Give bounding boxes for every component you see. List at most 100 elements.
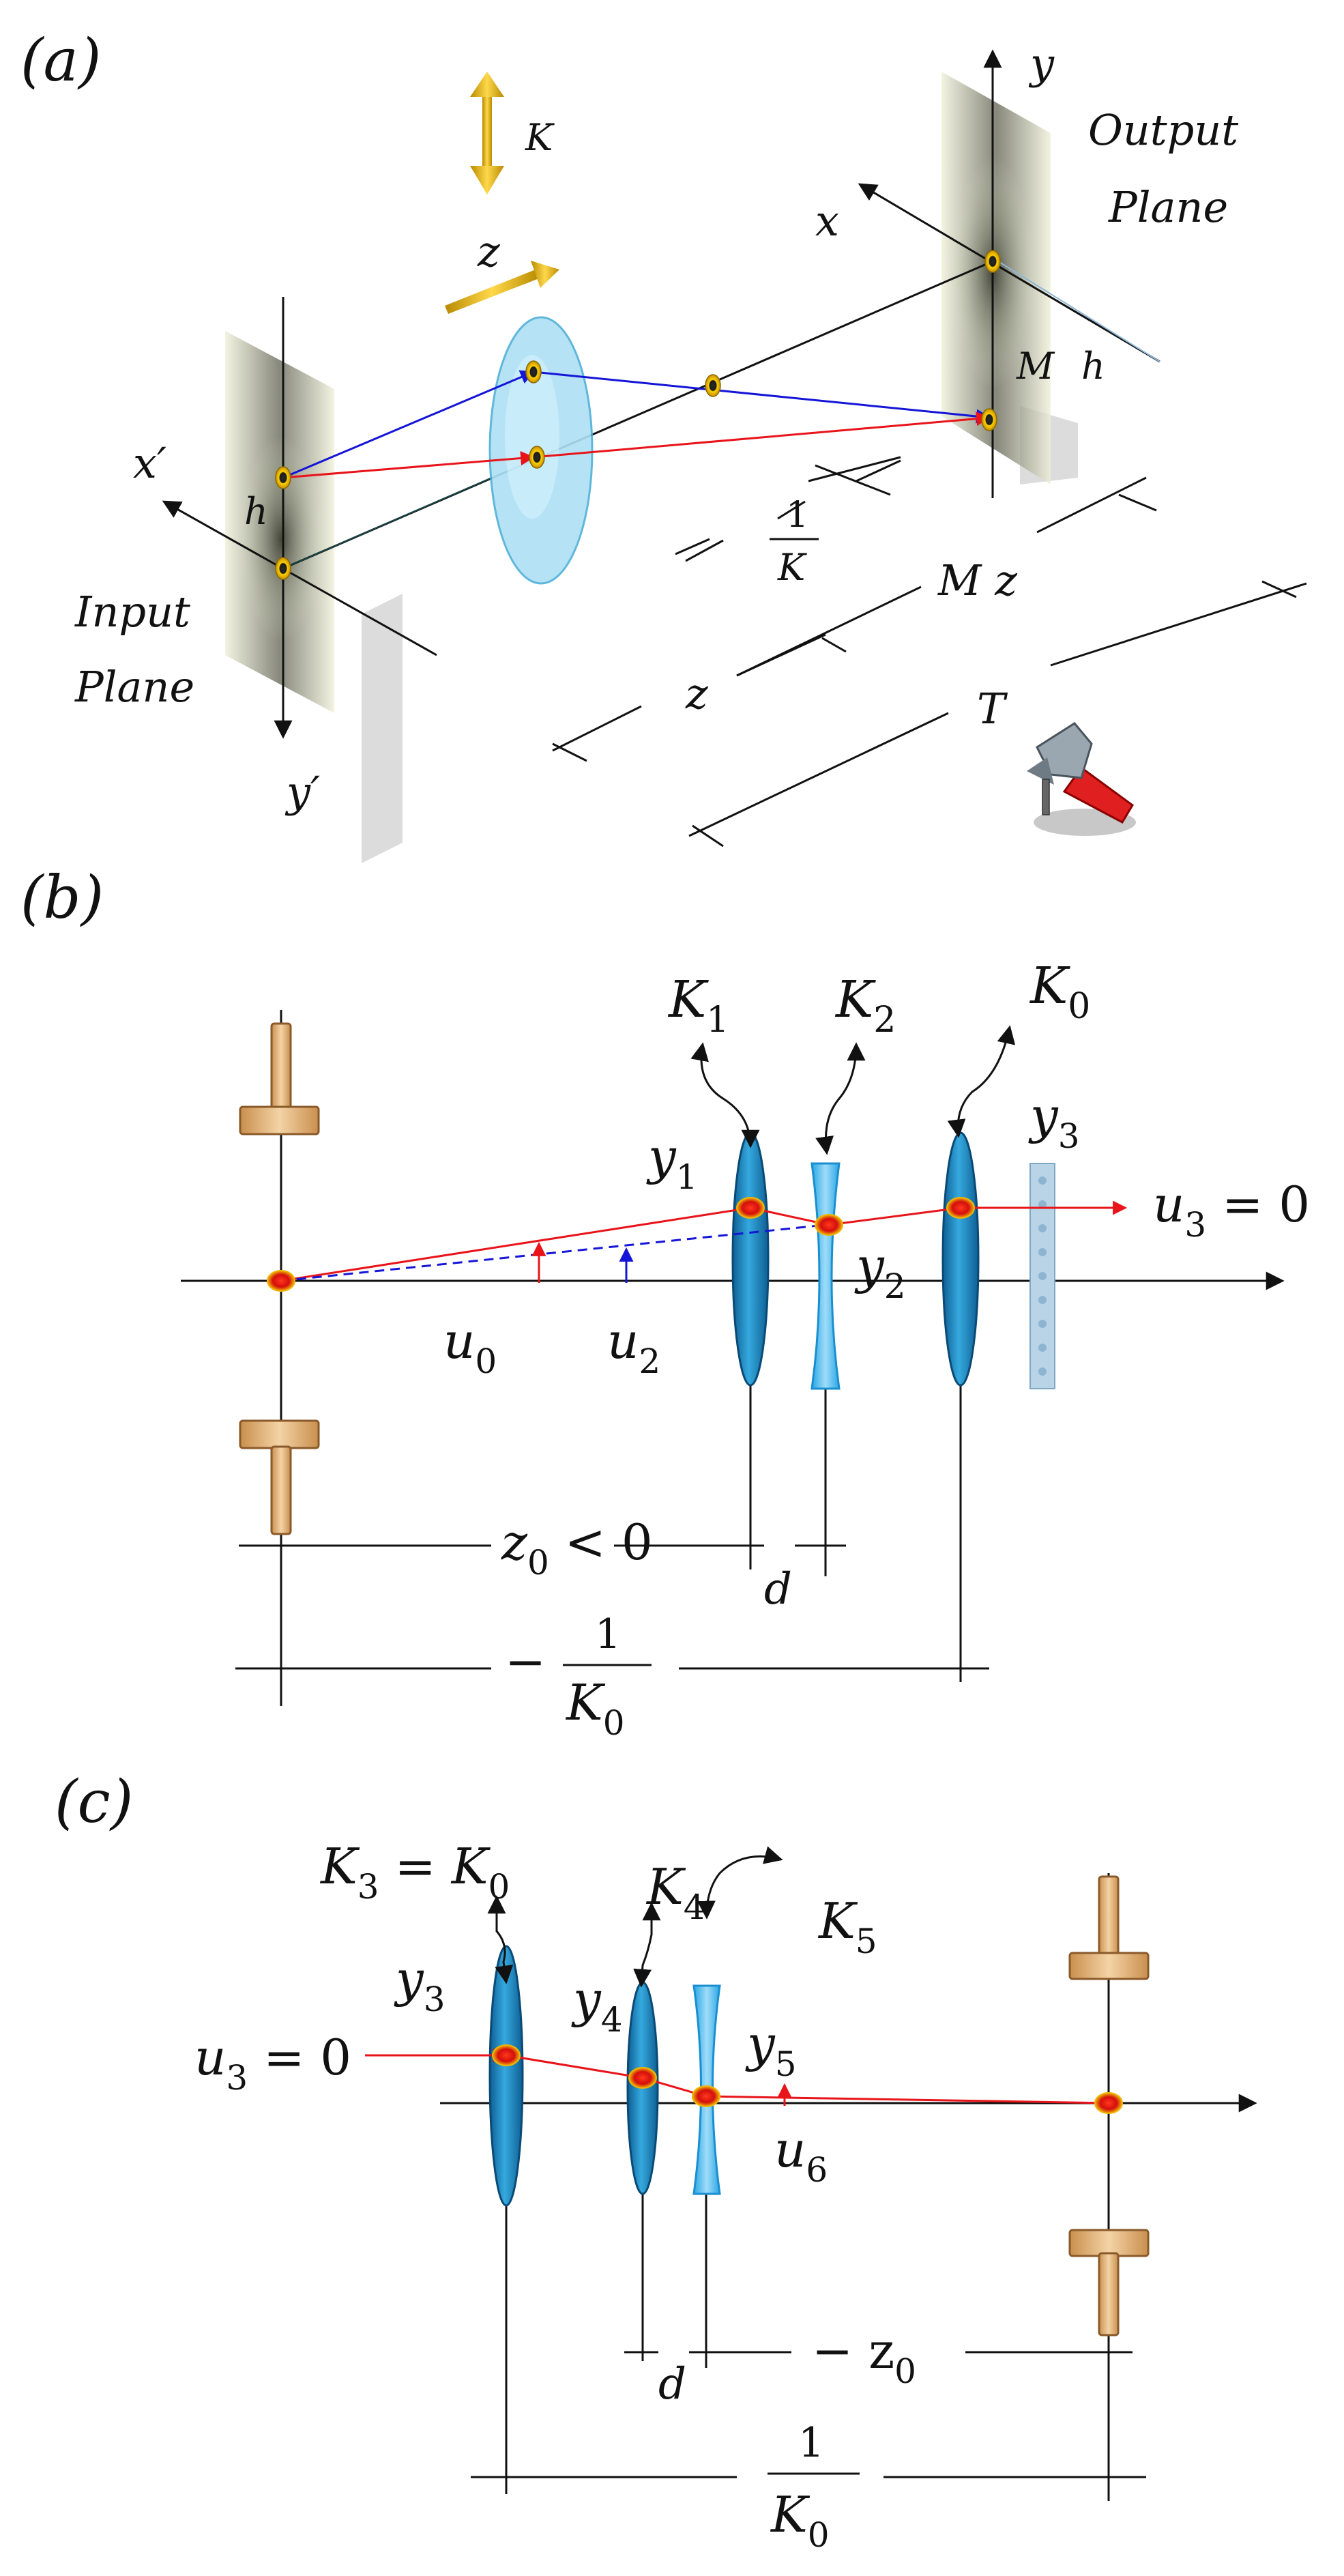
chief-ray-blue-1 [282, 370, 535, 479]
label-k4: K [645, 1858, 686, 1915]
label-input-plane-line1: Input [74, 587, 190, 637]
svg-text:K0: K0 [565, 1674, 625, 1743]
label-k0: K [1029, 957, 1070, 1015]
label-c-inv-k0-den-sub: 0 [808, 2515, 830, 2555]
ray-red-c4 [705, 2095, 1109, 2104]
lens-power-arrow [470, 72, 504, 194]
label-dim-mz: M z [937, 555, 1017, 605]
label-u6-sub: 6 [806, 2150, 828, 2190]
label-inverse-power-den: K [777, 546, 807, 589]
point-markers-c [492, 2044, 1123, 2114]
marginal-ray-red-2 [533, 411, 991, 459]
label-inverse-power-num: 1 [786, 495, 808, 536]
label-u3: u [1153, 1176, 1184, 1233]
svg-text:K0: K0 [1029, 957, 1090, 1027]
label-u2: u [607, 1312, 639, 1370]
label-c-y3-sub: 3 [424, 1980, 445, 2019]
label-z0-condition: < 0 [549, 1514, 653, 1571]
exit-grating [1029, 1163, 1055, 1389]
label-inv-k0-num: 1 [595, 1610, 621, 1658]
output-x-axis-tail [992, 257, 1160, 362]
output-plane-plate [941, 72, 1078, 484]
ray-blue-dashed-b [280, 1224, 826, 1282]
label-y5: y [745, 2015, 776, 2072]
lens-pointer-arrows-b [690, 1025, 1016, 1155]
label-c-y3: y [394, 1950, 424, 2008]
svg-text:u3 = 0: u3 = 0 [1153, 1176, 1310, 1245]
label-inv-k0-den: K [565, 1674, 606, 1731]
label-y3-sub: 3 [1058, 1116, 1080, 1156]
svg-text:− z0: − z0 [812, 2322, 916, 2391]
svg-text:K2: K2 [834, 970, 896, 1041]
label-y2: y [854, 1237, 885, 1294]
input-x-prime-axis [162, 500, 437, 656]
lens-k0 [941, 1131, 980, 1387]
label-axis-y: y [1028, 39, 1055, 89]
output-x-axis [858, 183, 1160, 363]
chief-ray-blue-2 [533, 371, 991, 424]
label-u0: u [443, 1312, 475, 1370]
point-markers-b [267, 1197, 975, 1292]
svg-text:K1: K1 [667, 970, 729, 1041]
svg-text:z0 < 0: z0 < 0 [501, 1514, 653, 1582]
svg-text:u6: u6 [774, 2121, 828, 2190]
label-inv-k0-sign: − [505, 1633, 546, 1690]
lens-k2 [810, 1162, 841, 1390]
label-z0-sub: 0 [527, 1543, 549, 1582]
svg-text:y1: y1 [646, 1128, 698, 1197]
label-c-inv-k0-den: K [770, 2486, 810, 2543]
marginal-ray-red-1 [282, 451, 536, 479]
label-k5: K [817, 1892, 858, 1950]
label-u3-sub: 3 [1184, 1205, 1206, 1245]
ray-red-b3 [828, 1206, 961, 1226]
label-inv-k0-den-sub: 0 [603, 1703, 625, 1743]
label-minus-z0: − z [812, 2322, 894, 2379]
label-c-u3: u [194, 2029, 226, 2086]
propagation-arrow [445, 261, 559, 314]
label-k3-equals: = K [379, 1838, 491, 1895]
label-c-u3-value: = 0 [248, 2029, 351, 2086]
svg-text:y4: y4 [571, 1971, 623, 2040]
label-dim-t: T [977, 684, 1008, 734]
label-y3: y [1028, 1087, 1059, 1144]
aperture-stop-b [239, 1022, 320, 1535]
label-axis-x-prime: x′ [133, 438, 166, 488]
label-height-in: h [244, 490, 268, 533]
label-k3: K [319, 1838, 360, 1895]
label-output-plane-line2: Plane [1108, 182, 1228, 232]
label-d-b: d [764, 1564, 792, 1615]
label-u2-sub: 2 [639, 1342, 660, 1381]
svg-text:K4: K4 [645, 1858, 705, 1927]
svg-text:y3: y3 [394, 1950, 445, 2019]
label-height-out: h [1081, 345, 1105, 388]
label-c-u3-sub: 3 [226, 2058, 248, 2098]
label-d-c: d [658, 2359, 686, 2409]
label-magnification: M [1016, 345, 1055, 388]
hammer-icon[interactable] [1027, 722, 1136, 836]
label-axis-y-prime: y′ [284, 767, 320, 817]
svg-text:u2: u2 [607, 1312, 660, 1381]
label-axis-x: x [815, 196, 839, 246]
label-k1: K [667, 970, 709, 1029]
label-k3-sub: 3 [357, 1867, 379, 1907]
label-k1-sub: 1 [706, 1000, 729, 1041]
label-y2-sub: 2 [884, 1267, 906, 1306]
lens-k3 [488, 1945, 524, 2207]
label-output-plane-line1: Output [1088, 105, 1238, 155]
svg-text:K5: K5 [817, 1892, 877, 1961]
label-k2-sub: 2 [873, 1000, 896, 1041]
label-propagation: z [477, 227, 500, 276]
ray-red-b1 [280, 1206, 751, 1282]
lens-pointer-arrows-c [487, 1846, 783, 1988]
label-k0-sub: 0 [1068, 986, 1090, 1027]
panel-b: (b) [20, 864, 1310, 1743]
label-input-plane-line2: Plane [74, 662, 194, 712]
svg-text:u0: u0 [443, 1312, 497, 1381]
svg-text:y3: y3 [1028, 1087, 1080, 1156]
label-u3-value: = 0 [1206, 1176, 1310, 1233]
lens-k1 [731, 1131, 770, 1387]
aperture-stop-c [1068, 1875, 1150, 2336]
panel-c-label: (c) [55, 1768, 133, 1836]
